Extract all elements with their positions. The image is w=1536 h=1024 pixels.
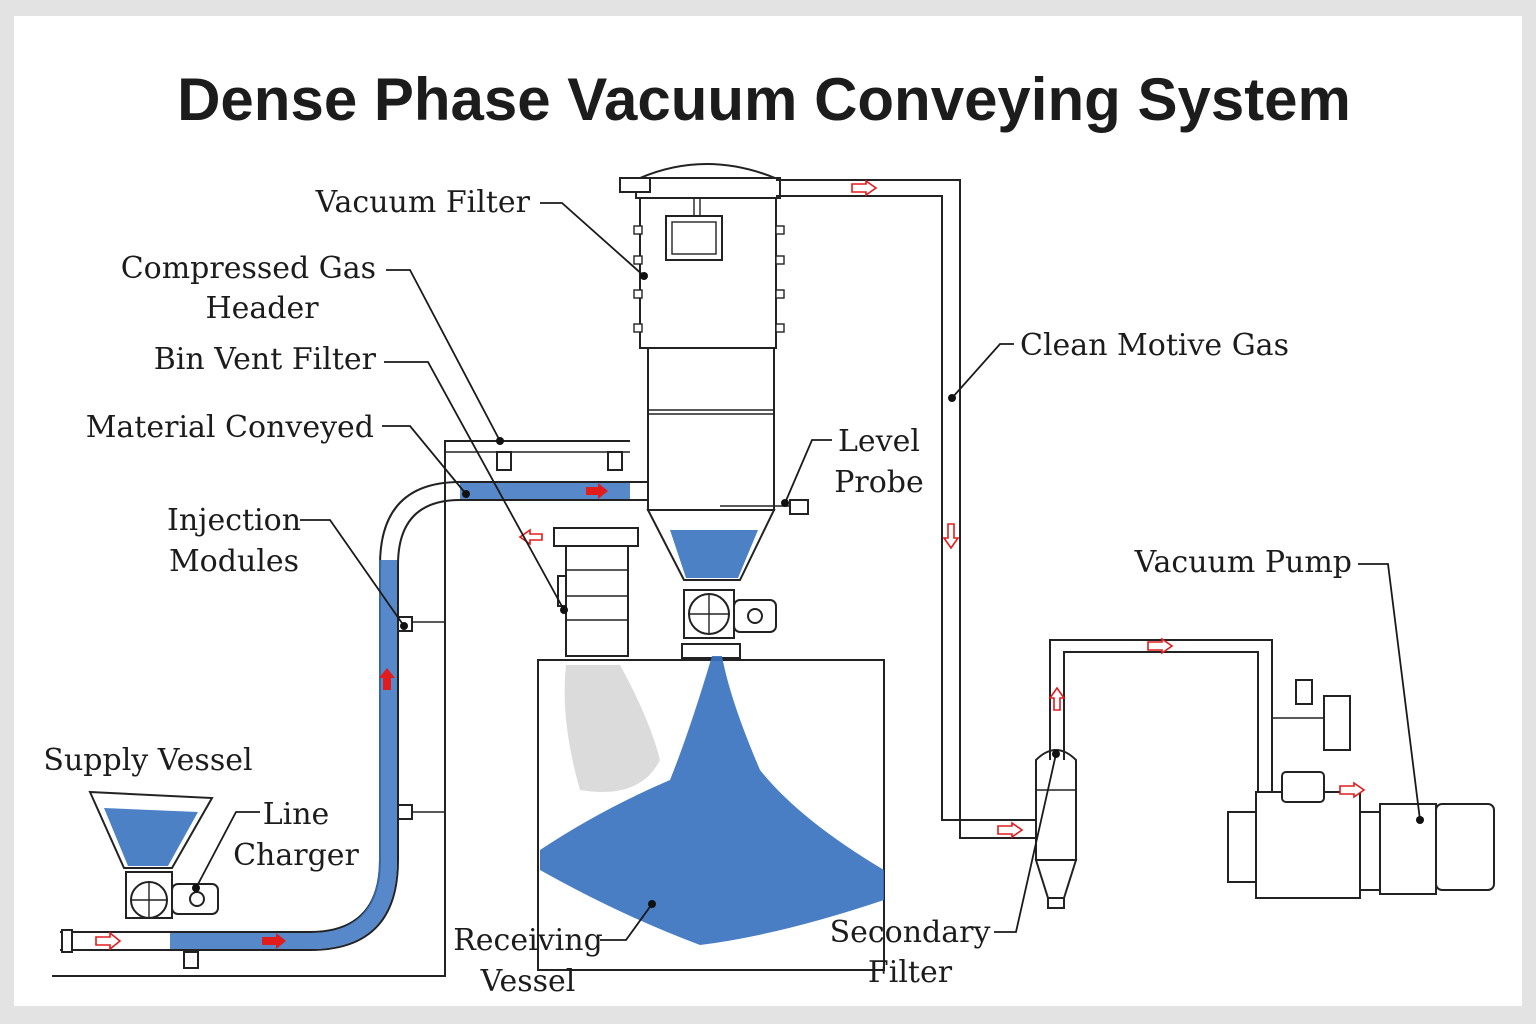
level-probe bbox=[720, 499, 809, 515]
supply-vessel bbox=[88, 790, 214, 869]
label-line-charger-line2: Charger bbox=[233, 838, 359, 873]
label-vacuum-pump: Vacuum Pump bbox=[1134, 545, 1352, 580]
label-level-probe-line2: Probe bbox=[834, 465, 924, 500]
bin-vent-filter bbox=[553, 527, 639, 657]
injection-modules bbox=[397, 616, 413, 820]
label-secondary-filter-line1: Secondary bbox=[830, 915, 991, 950]
label-receiving-vessel-line1: Receiving bbox=[453, 923, 603, 958]
leader-lines bbox=[192, 202, 1424, 941]
label-injection-modules-line2: Modules bbox=[169, 544, 299, 579]
label-compressed-gas-header-line1: Compressed Gas bbox=[121, 251, 376, 286]
labels: Vacuum Filter Compressed Gas Header Bin … bbox=[43, 185, 1352, 999]
label-level-probe-line1: Level bbox=[838, 424, 920, 459]
label-vacuum-filter: Vacuum Filter bbox=[315, 185, 531, 220]
label-clean-motive-gas: Clean Motive Gas bbox=[1020, 328, 1289, 363]
secondary-filter bbox=[1034, 749, 1078, 909]
page-title: Dense Phase Vacuum Conveying System bbox=[177, 66, 1351, 133]
clean-motive-gas-line bbox=[776, 179, 1040, 839]
vacuum-filter bbox=[619, 163, 785, 659]
label-material-conveyed: Material Conveyed bbox=[86, 410, 374, 445]
pump-suction-line bbox=[1049, 639, 1273, 810]
label-receiving-vessel-line2: Vessel bbox=[480, 964, 576, 999]
label-bin-vent-filter: Bin Vent Filter bbox=[154, 342, 377, 377]
label-line-charger-line1: Line bbox=[263, 797, 330, 832]
label-secondary-filter-line2: Filter bbox=[868, 955, 953, 990]
vacuum-pump bbox=[1227, 679, 1495, 899]
label-supply-vessel: Supply Vessel bbox=[43, 743, 252, 778]
receiving-vessel bbox=[537, 656, 885, 971]
label-compressed-gas-header-line2: Header bbox=[205, 291, 319, 326]
line-charger bbox=[61, 871, 219, 969]
label-injection-modules-line1: Injection bbox=[167, 503, 301, 538]
